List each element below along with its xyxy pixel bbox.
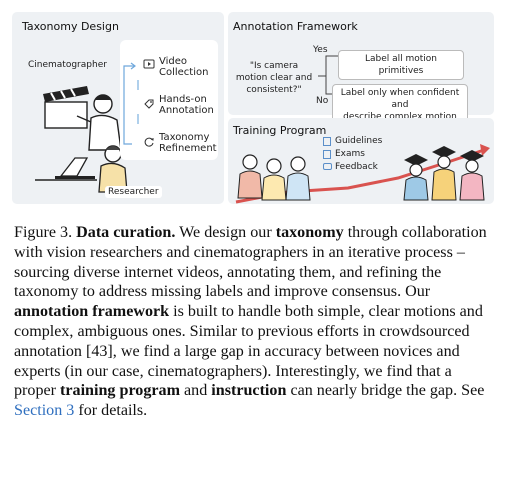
caption-t6: is built to handle both simple, clear mo… [14,303,483,400]
exam-icon [323,150,331,159]
clapperboard-icon [43,86,89,129]
annotation-question: "Is camera motion clear and consistent?" [235,61,313,95]
cycle-arrows [123,62,139,145]
illustration-people [35,86,128,193]
refresh-icon [144,137,154,147]
no-box-line1: Label only when confident and [340,88,460,110]
no-box-line2: describe complex motion [343,112,457,122]
cinematographer-label: Cinematographer [28,60,107,70]
caption-fig: Figure 3. [14,224,73,241]
taxonomy-steps [120,40,218,160]
step-video-line1: Video [159,56,188,67]
caption-t3: taxonomy [275,224,344,241]
yes-box: Label all motion primitives [338,50,464,80]
graduate-icon [403,154,429,201]
graduate-icon [459,150,485,201]
caption-t5: annotation framework [14,303,170,321]
caption-t10: can nearly bridge the gap. See [286,382,485,400]
step-refinement-line1: Taxonomy [159,132,210,143]
taxonomy-title: Taxonomy Design [22,20,119,33]
caption-t4: through collaboration with vision resear… [14,224,487,301]
yes-label: Yes [313,45,328,55]
figure-caption: Figure 3. Data curation. We design our t… [14,223,494,421]
section-link[interactable]: Section 3 [14,402,75,420]
caption-t2: We design our [175,224,276,241]
document-icon [323,137,331,146]
step-annotation-line1: Hands-on [159,94,207,105]
caption-t12: for details. [74,402,148,420]
no-label: No [316,96,329,106]
feedback-icon [323,163,332,170]
step-video-line2: Collection [159,67,209,78]
step-refinement-line2: Refinement [159,143,217,154]
caption-t9: instruction [211,382,287,400]
training-illustration [235,144,490,204]
caption-t8: and [180,382,212,400]
video-icon [143,59,155,69]
caption-t1: Data curation. [76,224,176,241]
researcher-label: Researcher [105,186,162,198]
tag-icon [144,99,154,109]
caption-t7: training program [60,382,180,400]
graduate-icon [431,146,457,201]
step-annotation-line2: Annotation [159,105,214,116]
annotation-title: Annotation Framework [233,20,358,33]
training-title: Training Program [233,124,327,137]
